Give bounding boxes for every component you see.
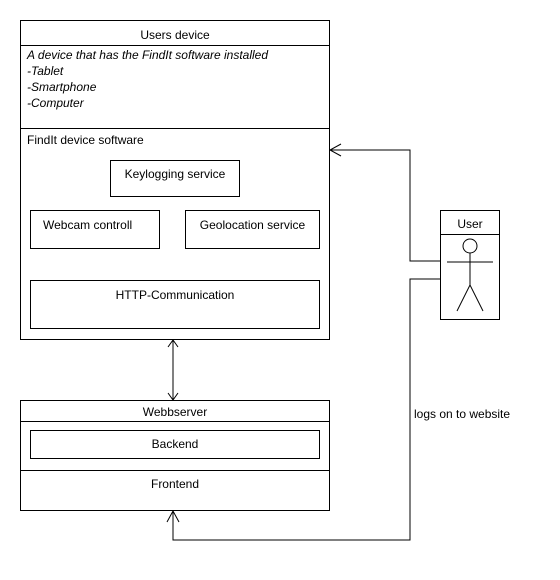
user-actor-title-divider xyxy=(441,234,499,235)
backend-label: Backend xyxy=(151,437,199,451)
device-type-smartphone: -Smartphone xyxy=(27,80,97,94)
arrow-user-to-device xyxy=(330,149,440,262)
geolocation-service-label: Geolocation service xyxy=(199,218,306,232)
users-device-section-divider xyxy=(21,128,329,129)
users-device-title: Users device xyxy=(140,28,210,42)
http-communication-box: HTTP-Communication xyxy=(30,280,320,329)
webcam-controll-label: Webcam controll xyxy=(43,218,133,232)
http-communication-label: HTTP-Communication xyxy=(115,288,235,302)
users-device-description: A device that has the FindIt software in… xyxy=(27,48,269,62)
webserver-title-divider xyxy=(21,421,329,422)
webcam-controll-box: Webcam controll xyxy=(30,210,160,249)
users-device-title-divider xyxy=(21,45,329,46)
user-actor-title: User xyxy=(457,217,483,231)
geolocation-service-box: Geolocation service xyxy=(185,210,320,249)
user-actor-box: User xyxy=(440,210,500,320)
arrow-user-to-frontend xyxy=(172,278,440,541)
backend-box: Backend xyxy=(30,430,320,459)
webserver-frontend-divider xyxy=(21,470,329,471)
webserver-title: Webbserver xyxy=(142,405,208,419)
logs-on-label: logs on to website xyxy=(414,407,511,421)
software-label: FindIt device software xyxy=(27,133,144,147)
device-type-computer: -Computer xyxy=(27,96,84,110)
keylogging-service-label: Keylogging service xyxy=(124,167,226,181)
user-stick-figure-icon xyxy=(447,238,493,312)
device-type-tablet: -Tablet xyxy=(27,64,64,78)
frontend-label: Frontend xyxy=(150,477,200,491)
keylogging-service-box: Keylogging service xyxy=(110,160,240,197)
